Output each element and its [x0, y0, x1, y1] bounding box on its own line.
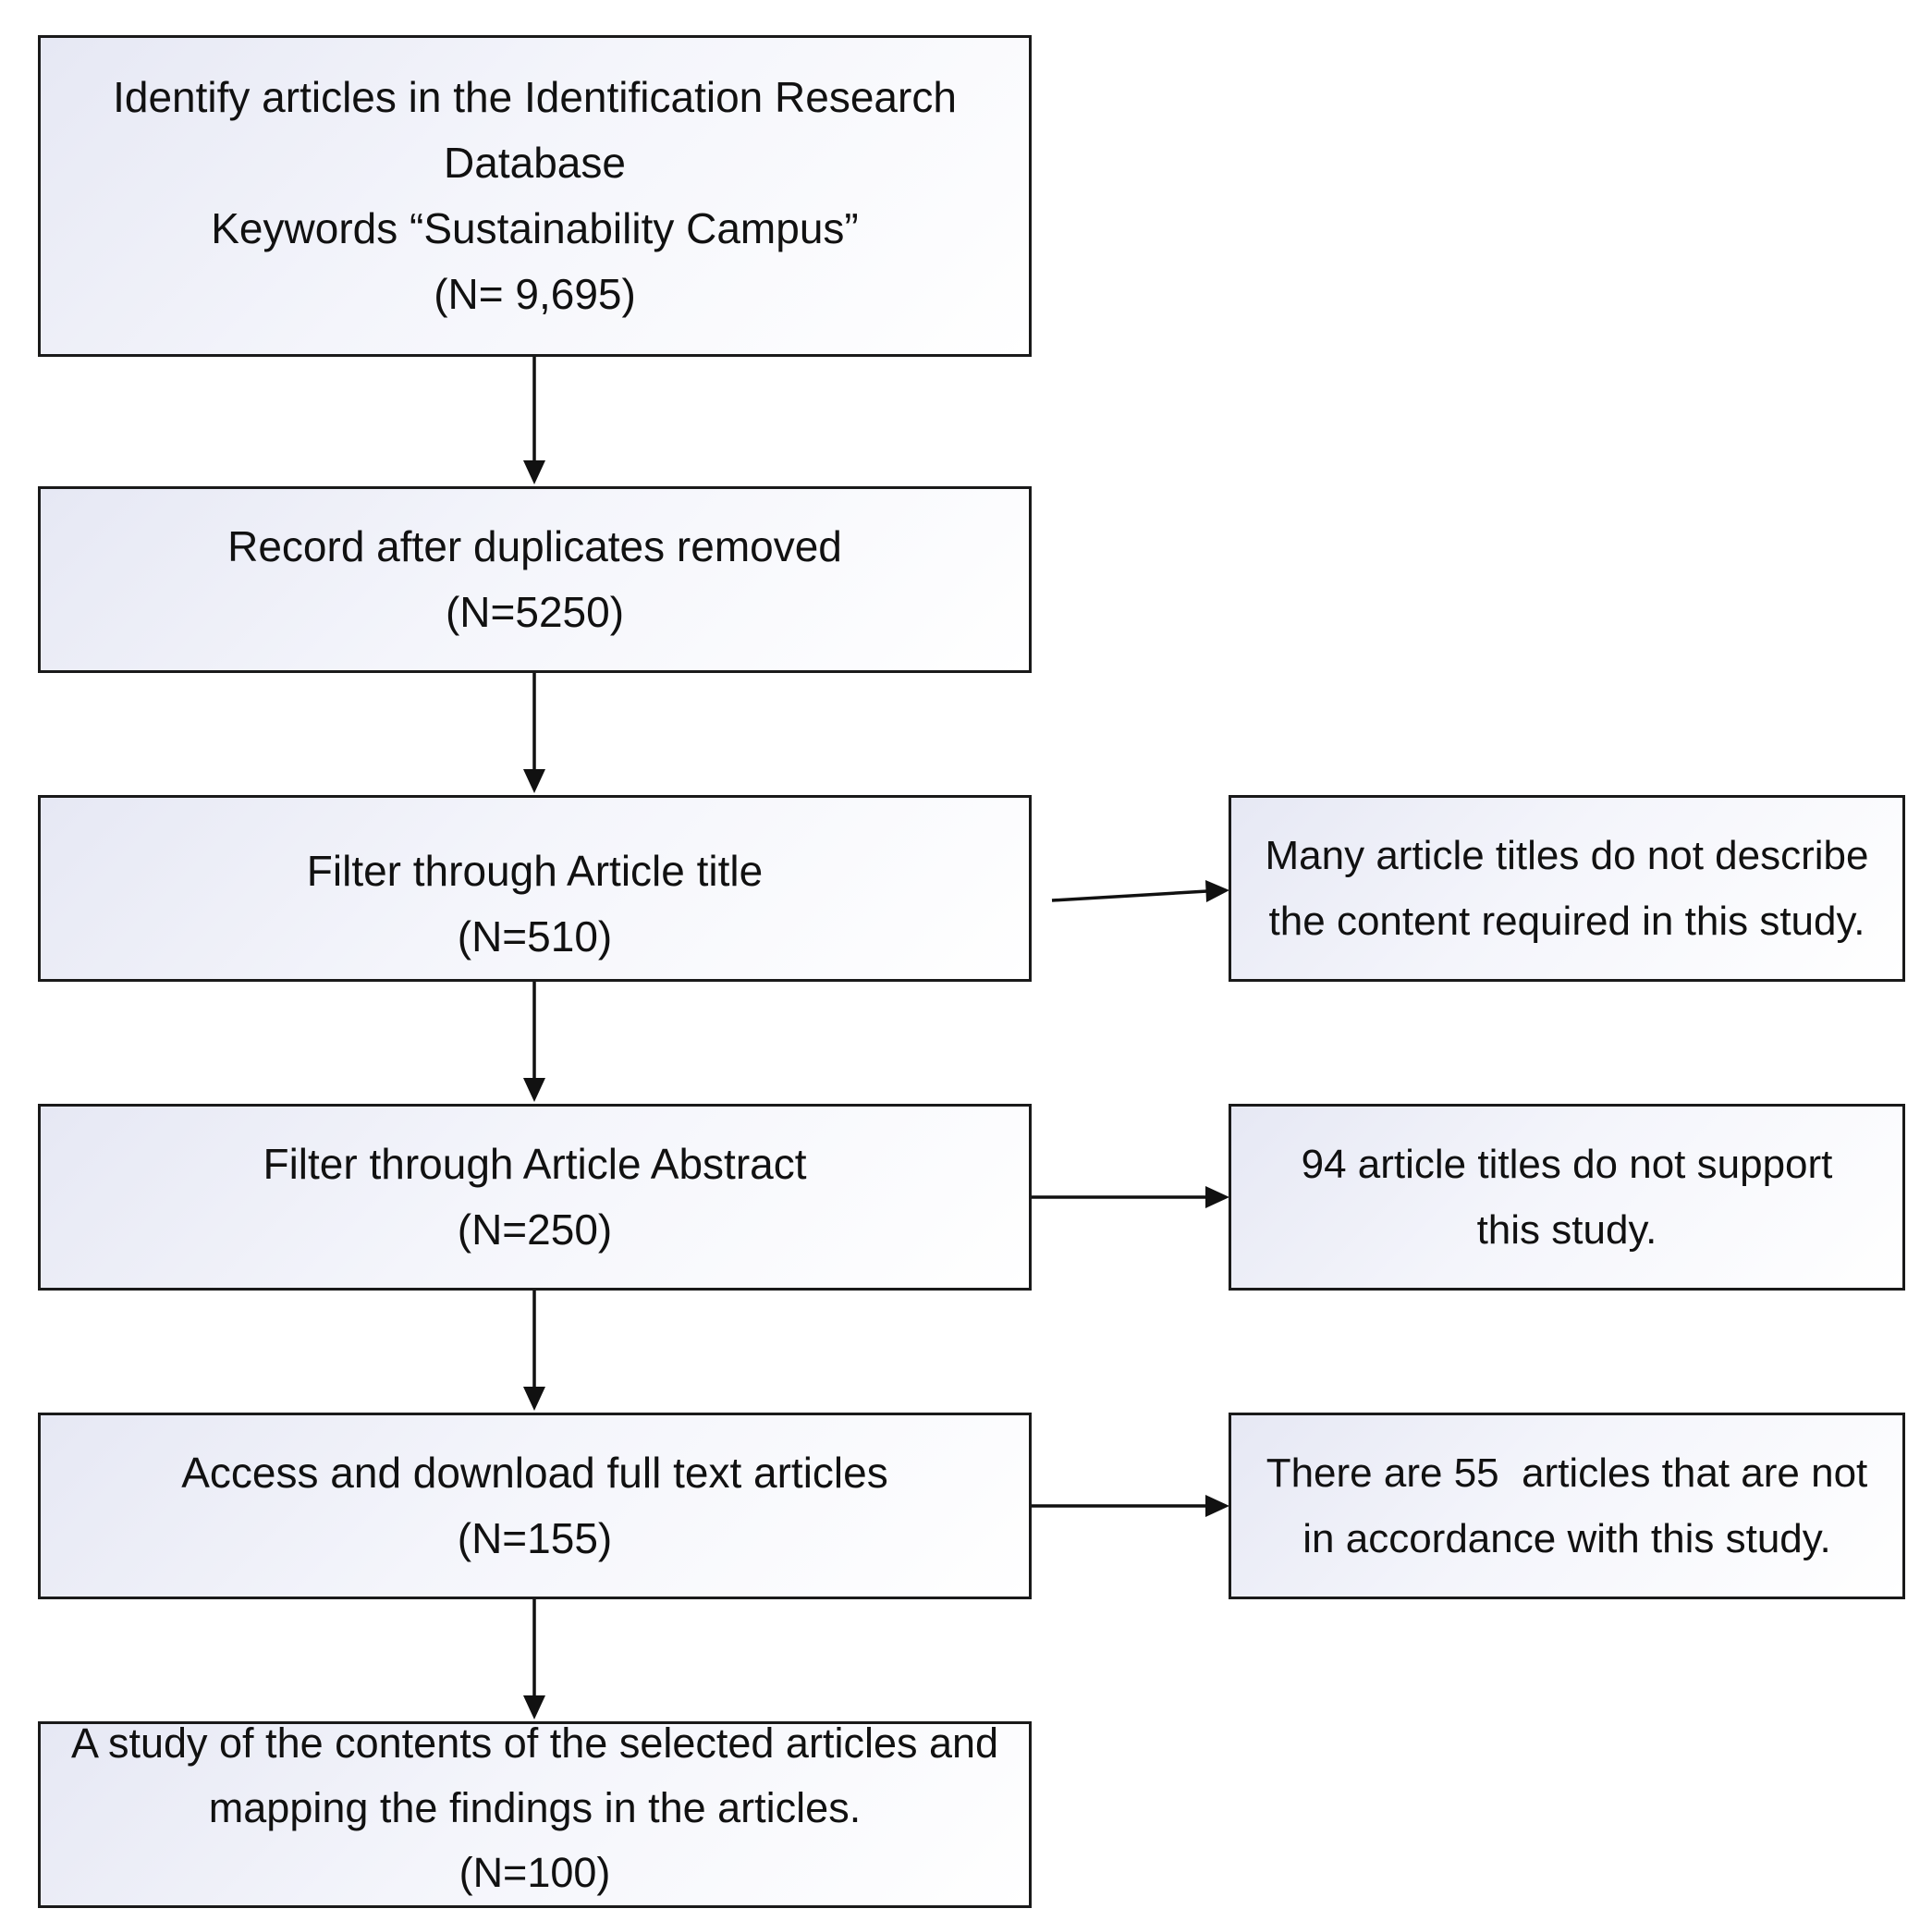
- step-text-line: Filter through Article title: [306, 847, 764, 895]
- step-text-line: Record after duplicates removed: [227, 522, 842, 570]
- step-text-line: Filter through Article Abstract: [263, 1140, 807, 1188]
- step-study-contents: A study of the contents of the selected …: [38, 1719, 1032, 1908]
- arrow-step5-to-exclusion3: [1032, 1495, 1229, 1517]
- step-filter-title: Filter through Article title (N=510): [38, 795, 1032, 982]
- exclusion-full-text: There are 55 articles that are not in ac…: [1229, 1413, 1905, 1599]
- arrow-step3-to-exclusion1: [1051, 880, 1229, 902]
- exclusion-text-line: Many article titles do not describe: [1265, 833, 1869, 878]
- exclusion-title-filter: Many article titles do not describe the …: [1229, 795, 1905, 982]
- step-count: (N=250): [457, 1205, 613, 1254]
- step-filter-abstract: Filter through Article Abstract (N=250): [38, 1104, 1032, 1291]
- exclusion-text-line: the content required in this study.: [1268, 899, 1865, 944]
- step-text-line: mapping the findings in the articles.: [208, 1784, 862, 1831]
- step-text-line: A study of the contents of the selected …: [70, 1719, 999, 1767]
- step-text-line: Access and download full text articles: [181, 1449, 888, 1497]
- exclusion-text-line: this study.: [1476, 1207, 1657, 1253]
- exclusion-text-line: There are 55 articles that are not: [1266, 1450, 1868, 1496]
- step-text-line: Keywords “Sustainability Campus”: [211, 204, 859, 252]
- step-identify-articles: Identify articles in the Identification …: [38, 35, 1032, 357]
- step-full-text: Access and download full text articles (…: [38, 1413, 1032, 1599]
- step-count: (N=100): [459, 1849, 611, 1896]
- arrow-step4-to-exclusion2: [1032, 1186, 1229, 1208]
- step-count: (N= 9,695): [434, 270, 636, 318]
- arrow-step5-to-step6: [523, 1599, 545, 1719]
- arrow-step2-to-step3: [523, 673, 545, 793]
- exclusion-abstract-filter: 94 article titles do not support this st…: [1229, 1104, 1905, 1291]
- step-text-line: Identify articles in the Identification …: [113, 73, 957, 121]
- exclusion-text-line: 94 article titles do not support: [1301, 1142, 1833, 1187]
- step-count: (N=5250): [445, 588, 625, 636]
- step-text-line: Database: [444, 139, 626, 187]
- arrow-step1-to-step2: [523, 357, 545, 484]
- arrow-step4-to-step5: [523, 1291, 545, 1411]
- step-duplicates-removed: Record after duplicates removed (N=5250): [38, 486, 1032, 673]
- step-count: (N=155): [457, 1514, 613, 1562]
- step-count: (N=510): [457, 912, 613, 960]
- exclusion-text-line: in accordance with this study.: [1302, 1516, 1831, 1561]
- arrow-step3-to-step4: [523, 982, 545, 1102]
